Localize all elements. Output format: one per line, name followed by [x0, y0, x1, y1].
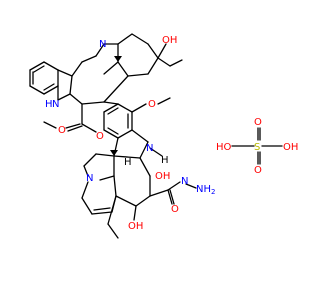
sulfur-label: S	[254, 142, 260, 153]
indole-pyrrole-ring	[57, 69, 73, 101]
lower-stereo-hydrogen-label: H	[161, 155, 169, 166]
upper-amine-nitrogen-label: N	[99, 39, 106, 50]
upper-hydroxyl-label: OH	[162, 35, 177, 46]
ester-carbonyl-oxygen-label: O	[58, 125, 66, 136]
lower-amine-nitrogen-label: N	[86, 173, 93, 184]
lower-ethyl	[107, 195, 119, 239]
hydrazide-amine-label: NH2	[196, 184, 215, 196]
lower-hydroxy	[133, 205, 137, 221]
hydrazide-oxygen-label: O	[171, 204, 179, 215]
upper-ethyl-hydroxy	[157, 43, 183, 67]
ring-hydroxyl-label: OH	[155, 171, 170, 182]
upper-macrocycle	[69, 33, 159, 105]
vindoline-aromatic-ring	[103, 101, 133, 139]
sulfate-oxygen-top-label: O	[254, 117, 262, 128]
stereo-wedge-upper	[114, 56, 122, 62]
hydrazide-group	[149, 181, 197, 205]
methoxy-oxygen-label: O	[148, 99, 156, 110]
stereo-hydrogen-label: H	[124, 157, 132, 168]
molecule-diagram: N H N OH O O O N H OH OH N O N NH2 H S H…	[29, 33, 298, 239]
methoxy-group	[131, 97, 171, 113]
indole-benzene-ring	[29, 61, 59, 95]
methyl-ester	[43, 103, 97, 133]
ester-oxygen-label: O	[96, 131, 104, 142]
n-methyl-nitrogen-label: N	[146, 143, 153, 154]
hydrazide-amine-text: NH	[196, 184, 211, 195]
sulfate-oxygen-bottom-label: O	[254, 165, 262, 176]
sulfate-hydroxyl-right-label: OH	[283, 142, 298, 153]
indole-hydrogen-label: H	[45, 99, 53, 110]
sulfate-hydroxyl-left-label: HO	[216, 142, 232, 153]
structure-svg: N H N OH O O O N H OH OH N O N NH2 H S H…	[29, 33, 298, 239]
sulfuric-acid	[231, 127, 283, 165]
lower-hydroxyl-label: OH	[128, 221, 143, 232]
indole-nitrogen-label: N	[52, 99, 59, 110]
hydrazide-nitrogen-label: N	[181, 176, 188, 187]
hydrazide-amine-subscript: 2	[211, 188, 215, 196]
stereo-wedge-lower	[110, 150, 118, 156]
